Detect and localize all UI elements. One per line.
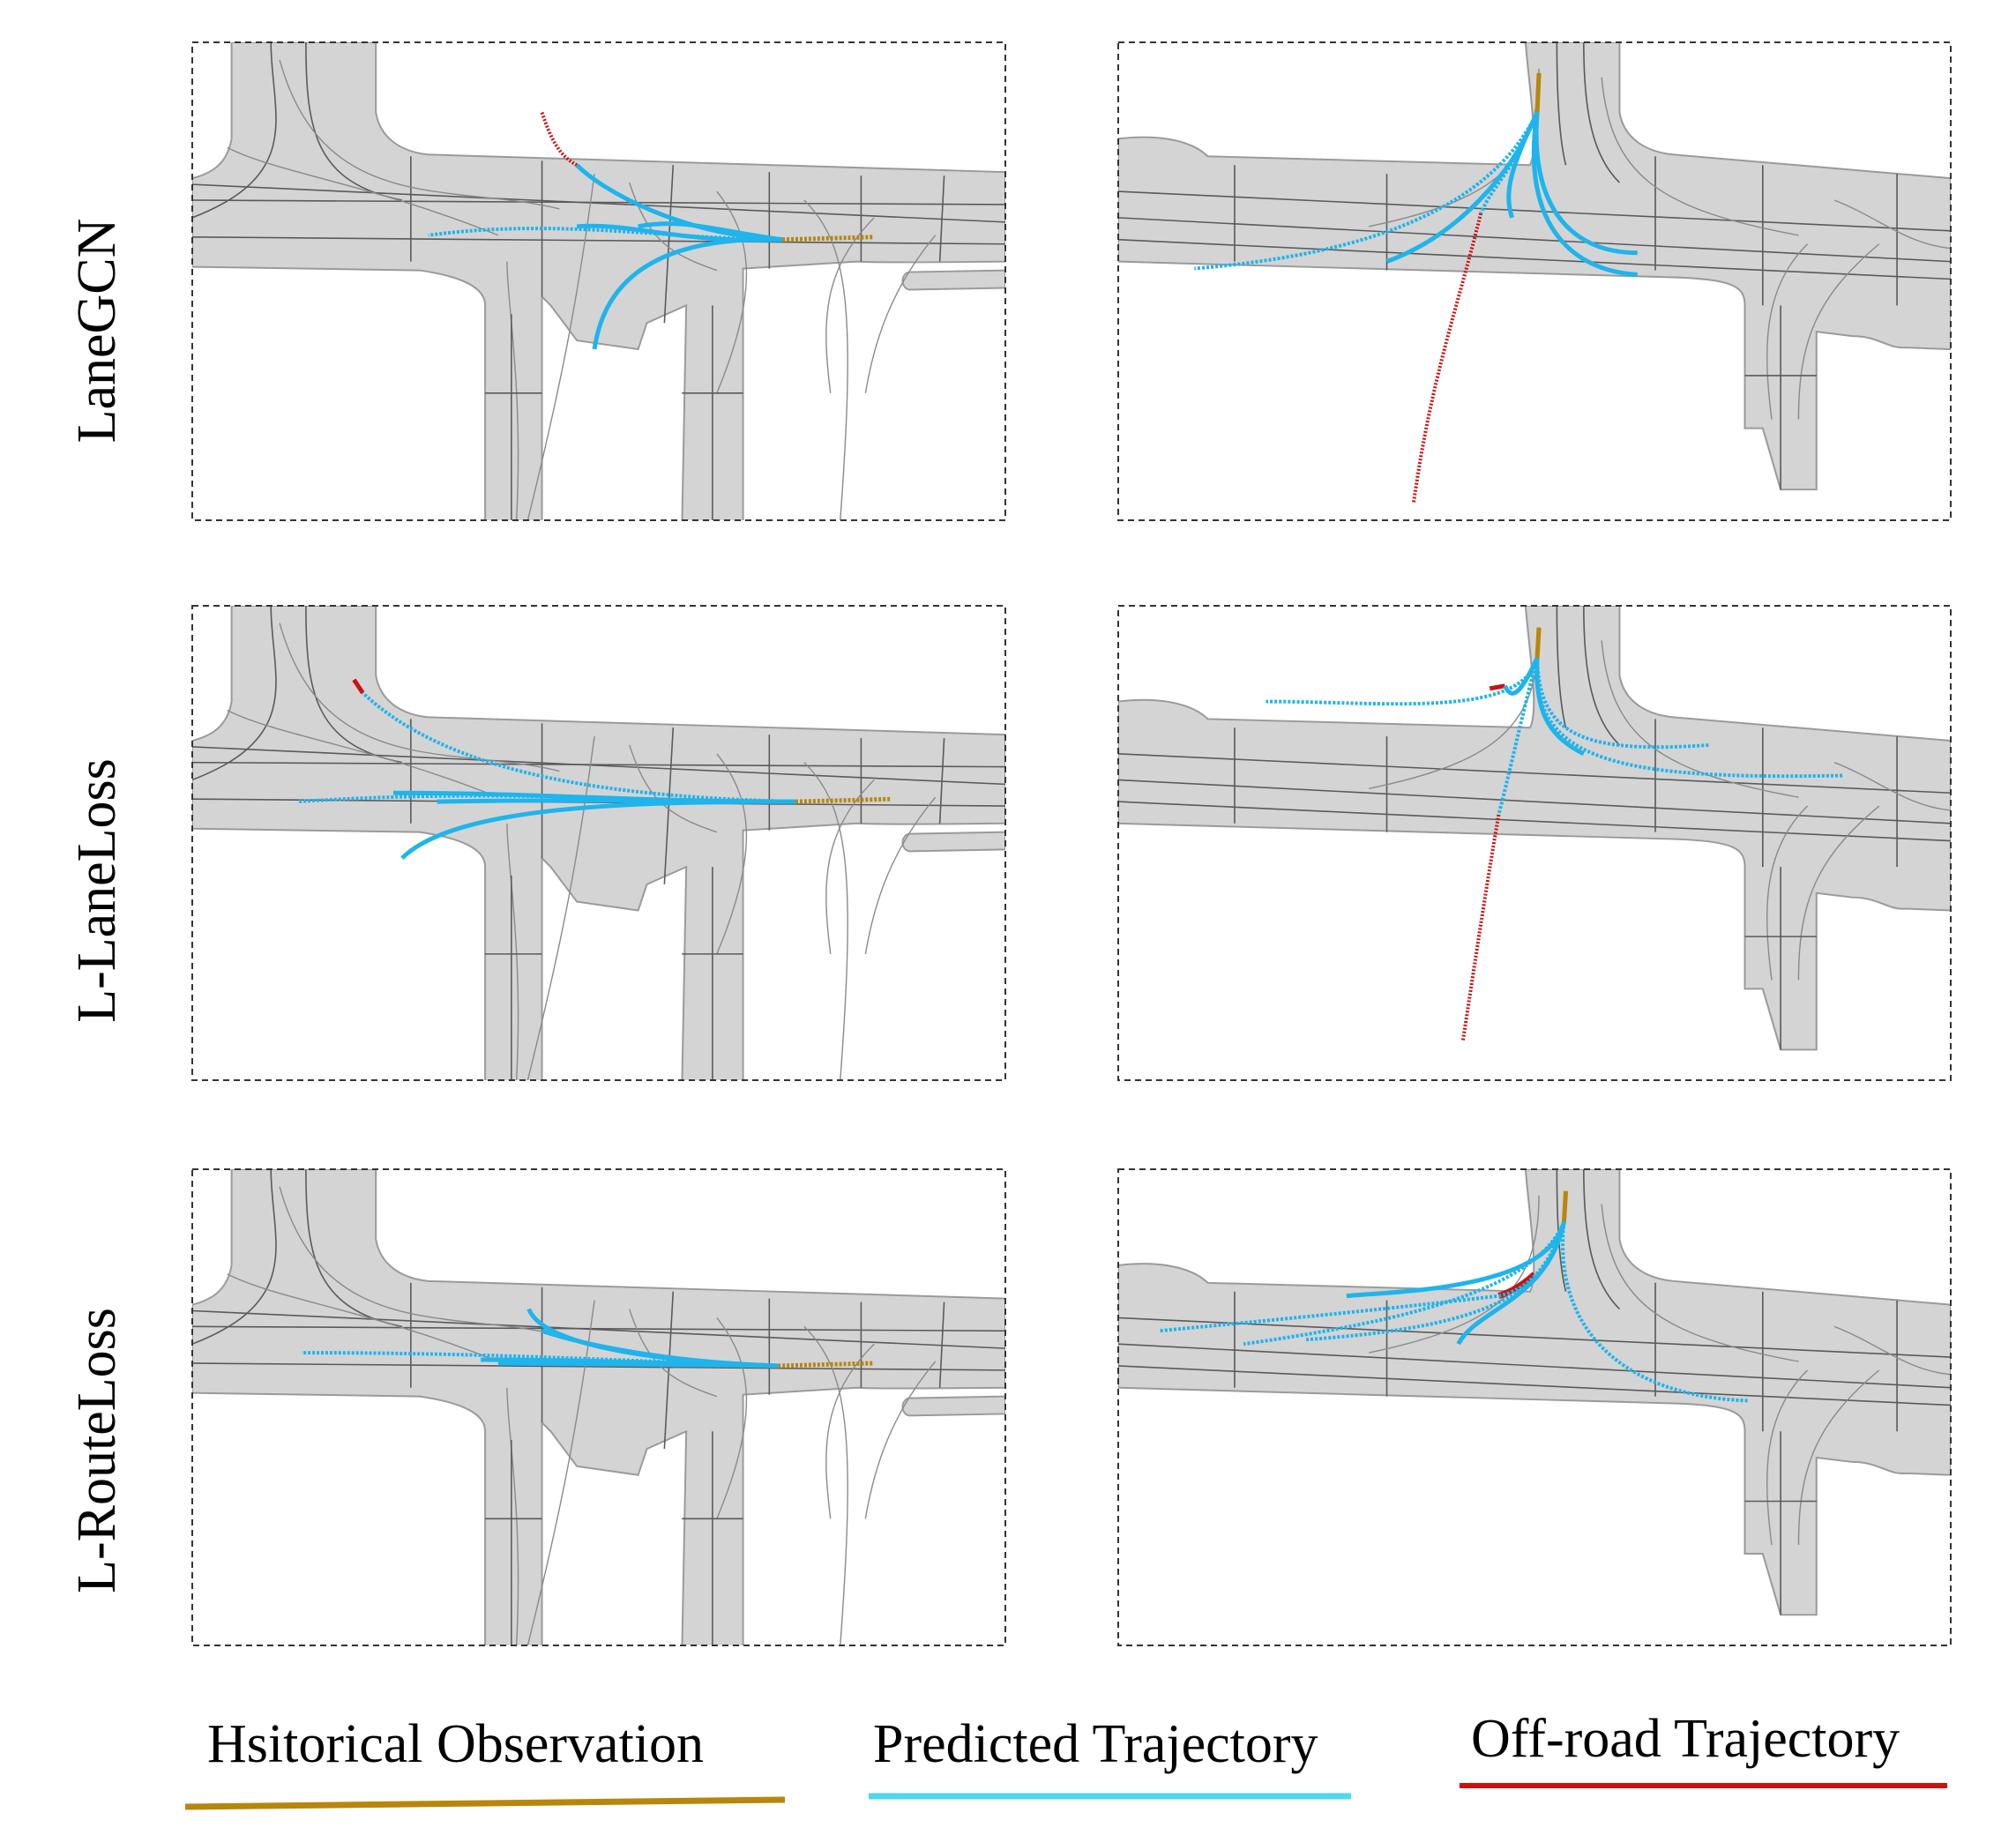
predicted-trajectory [1346,1220,1566,1299]
row-label-l-laneloss: L-LaneLoss [67,758,127,1023]
road-map [192,606,1005,1080]
predicted-trajectory [1561,1221,1750,1403]
predicted-trajectory [1194,111,1539,271]
panel-frame [191,41,1006,521]
predicted-trajectory [361,691,796,804]
legend-label: Hsitorical Observation [207,1714,704,1774]
panel-frame [1117,1168,1952,1646]
offroad-trajectory [352,678,365,695]
offroad-trajectory [1411,213,1483,504]
historical-trajectory [1534,627,1542,659]
row-label-l-routeloss: L-RouteLoss [67,1308,127,1593]
historical-trajectory [1534,72,1542,113]
predicted-trajectory [301,1351,779,1368]
predicted-trajectory [1503,657,1540,696]
row-label-lanegcn: LaneGCN [67,219,127,444]
legend-item-offroad: Off-road Trajectory [1460,1709,1947,1788]
panel-frame [1117,605,1952,1081]
road-map [192,1169,1005,1645]
predicted-trajectory [577,223,783,242]
panel-l-laneloss-right [1117,605,1952,1081]
historical-trajectory [778,1361,875,1369]
predicted-trajectory [1535,658,1710,750]
legend-item-historical: Hsitorical Observation [184,1714,786,1810]
predicted-trajectory [1266,657,1540,706]
road-map [1118,42,1951,491]
predicted-trajectory [1531,112,1638,278]
predicted-trajectory [1534,112,1638,256]
road-map [192,42,1005,520]
panel-l-laneloss-left [191,605,1006,1081]
legend-label: Off-road Trajectory [1471,1709,1900,1769]
panel-l-routeloss-left [191,1168,1006,1646]
predicted-trajectory [638,221,783,242]
historical-trajectory [795,796,892,804]
legend-item-predicted: Predicted Trajectory [869,1714,1351,1800]
panel-frame [191,1168,1006,1646]
historical-trajectory [782,235,875,242]
predicted-trajectory [1506,111,1540,219]
legend: Hsitorical Observation Predicted Traject… [184,1709,1947,1810]
historical-trajectory [1561,1190,1569,1222]
legend-swatch [184,1796,786,1810]
road-map [1118,1169,1951,1616]
offroad-trajectory [540,111,579,168]
panel-l-routeloss-right [1117,1168,1952,1646]
predicted-trajectory [497,1361,779,1369]
predicted-trajectory [1534,658,1585,757]
predicted-trajectory [437,798,796,804]
panel-frame [191,605,1006,1081]
panel-lanegcn-right [1117,41,1952,521]
predicted-trajectory [1456,1220,1566,1346]
offroad-trajectory [1460,814,1501,1041]
predicted-trajectory [1497,657,1540,816]
legend-label: Predicted Trajectory [873,1714,1318,1774]
predicted-trajectory [575,163,783,242]
panel-frame [1117,41,1952,521]
offroad-trajectory [1489,683,1505,691]
panel-lanegcn-left [191,41,1006,521]
